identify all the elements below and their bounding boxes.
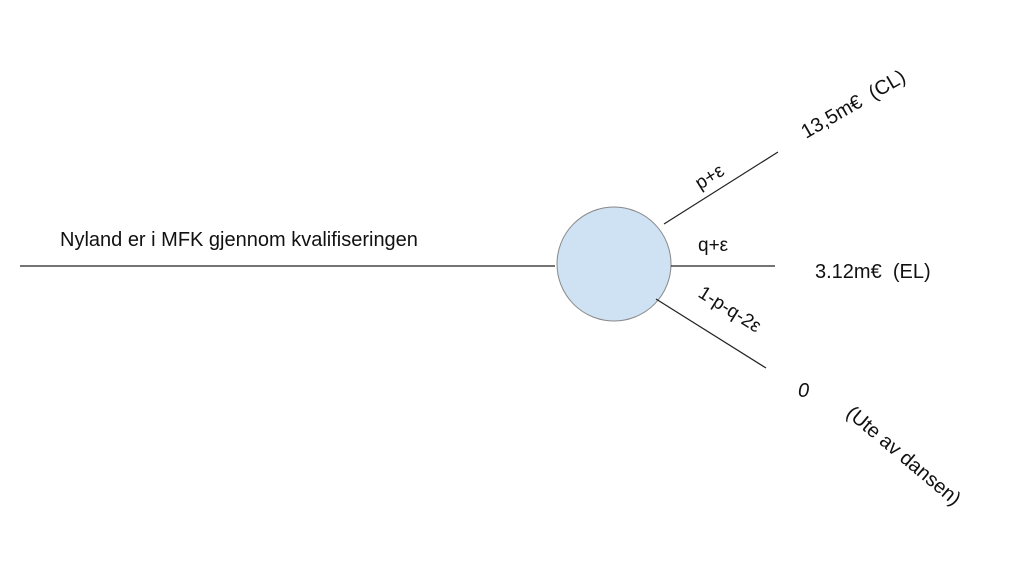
outcome-cl: 13,5m€ (CL) <box>798 66 910 143</box>
outcome-out-note: (Ute av dansen) <box>842 402 965 510</box>
branch-line-out <box>655 298 767 369</box>
prob-el: q+ε <box>698 235 729 256</box>
root-label: Nyland er i MFK gjennom kvalifiseringen <box>60 229 418 251</box>
outcome-out: 0 <box>798 380 809 402</box>
branch-line-cl <box>663 151 779 225</box>
outcome-el: 3.12m€ (EL) <box>815 261 931 283</box>
chance-node <box>556 206 672 322</box>
prob-cl: p+ε <box>692 160 729 194</box>
